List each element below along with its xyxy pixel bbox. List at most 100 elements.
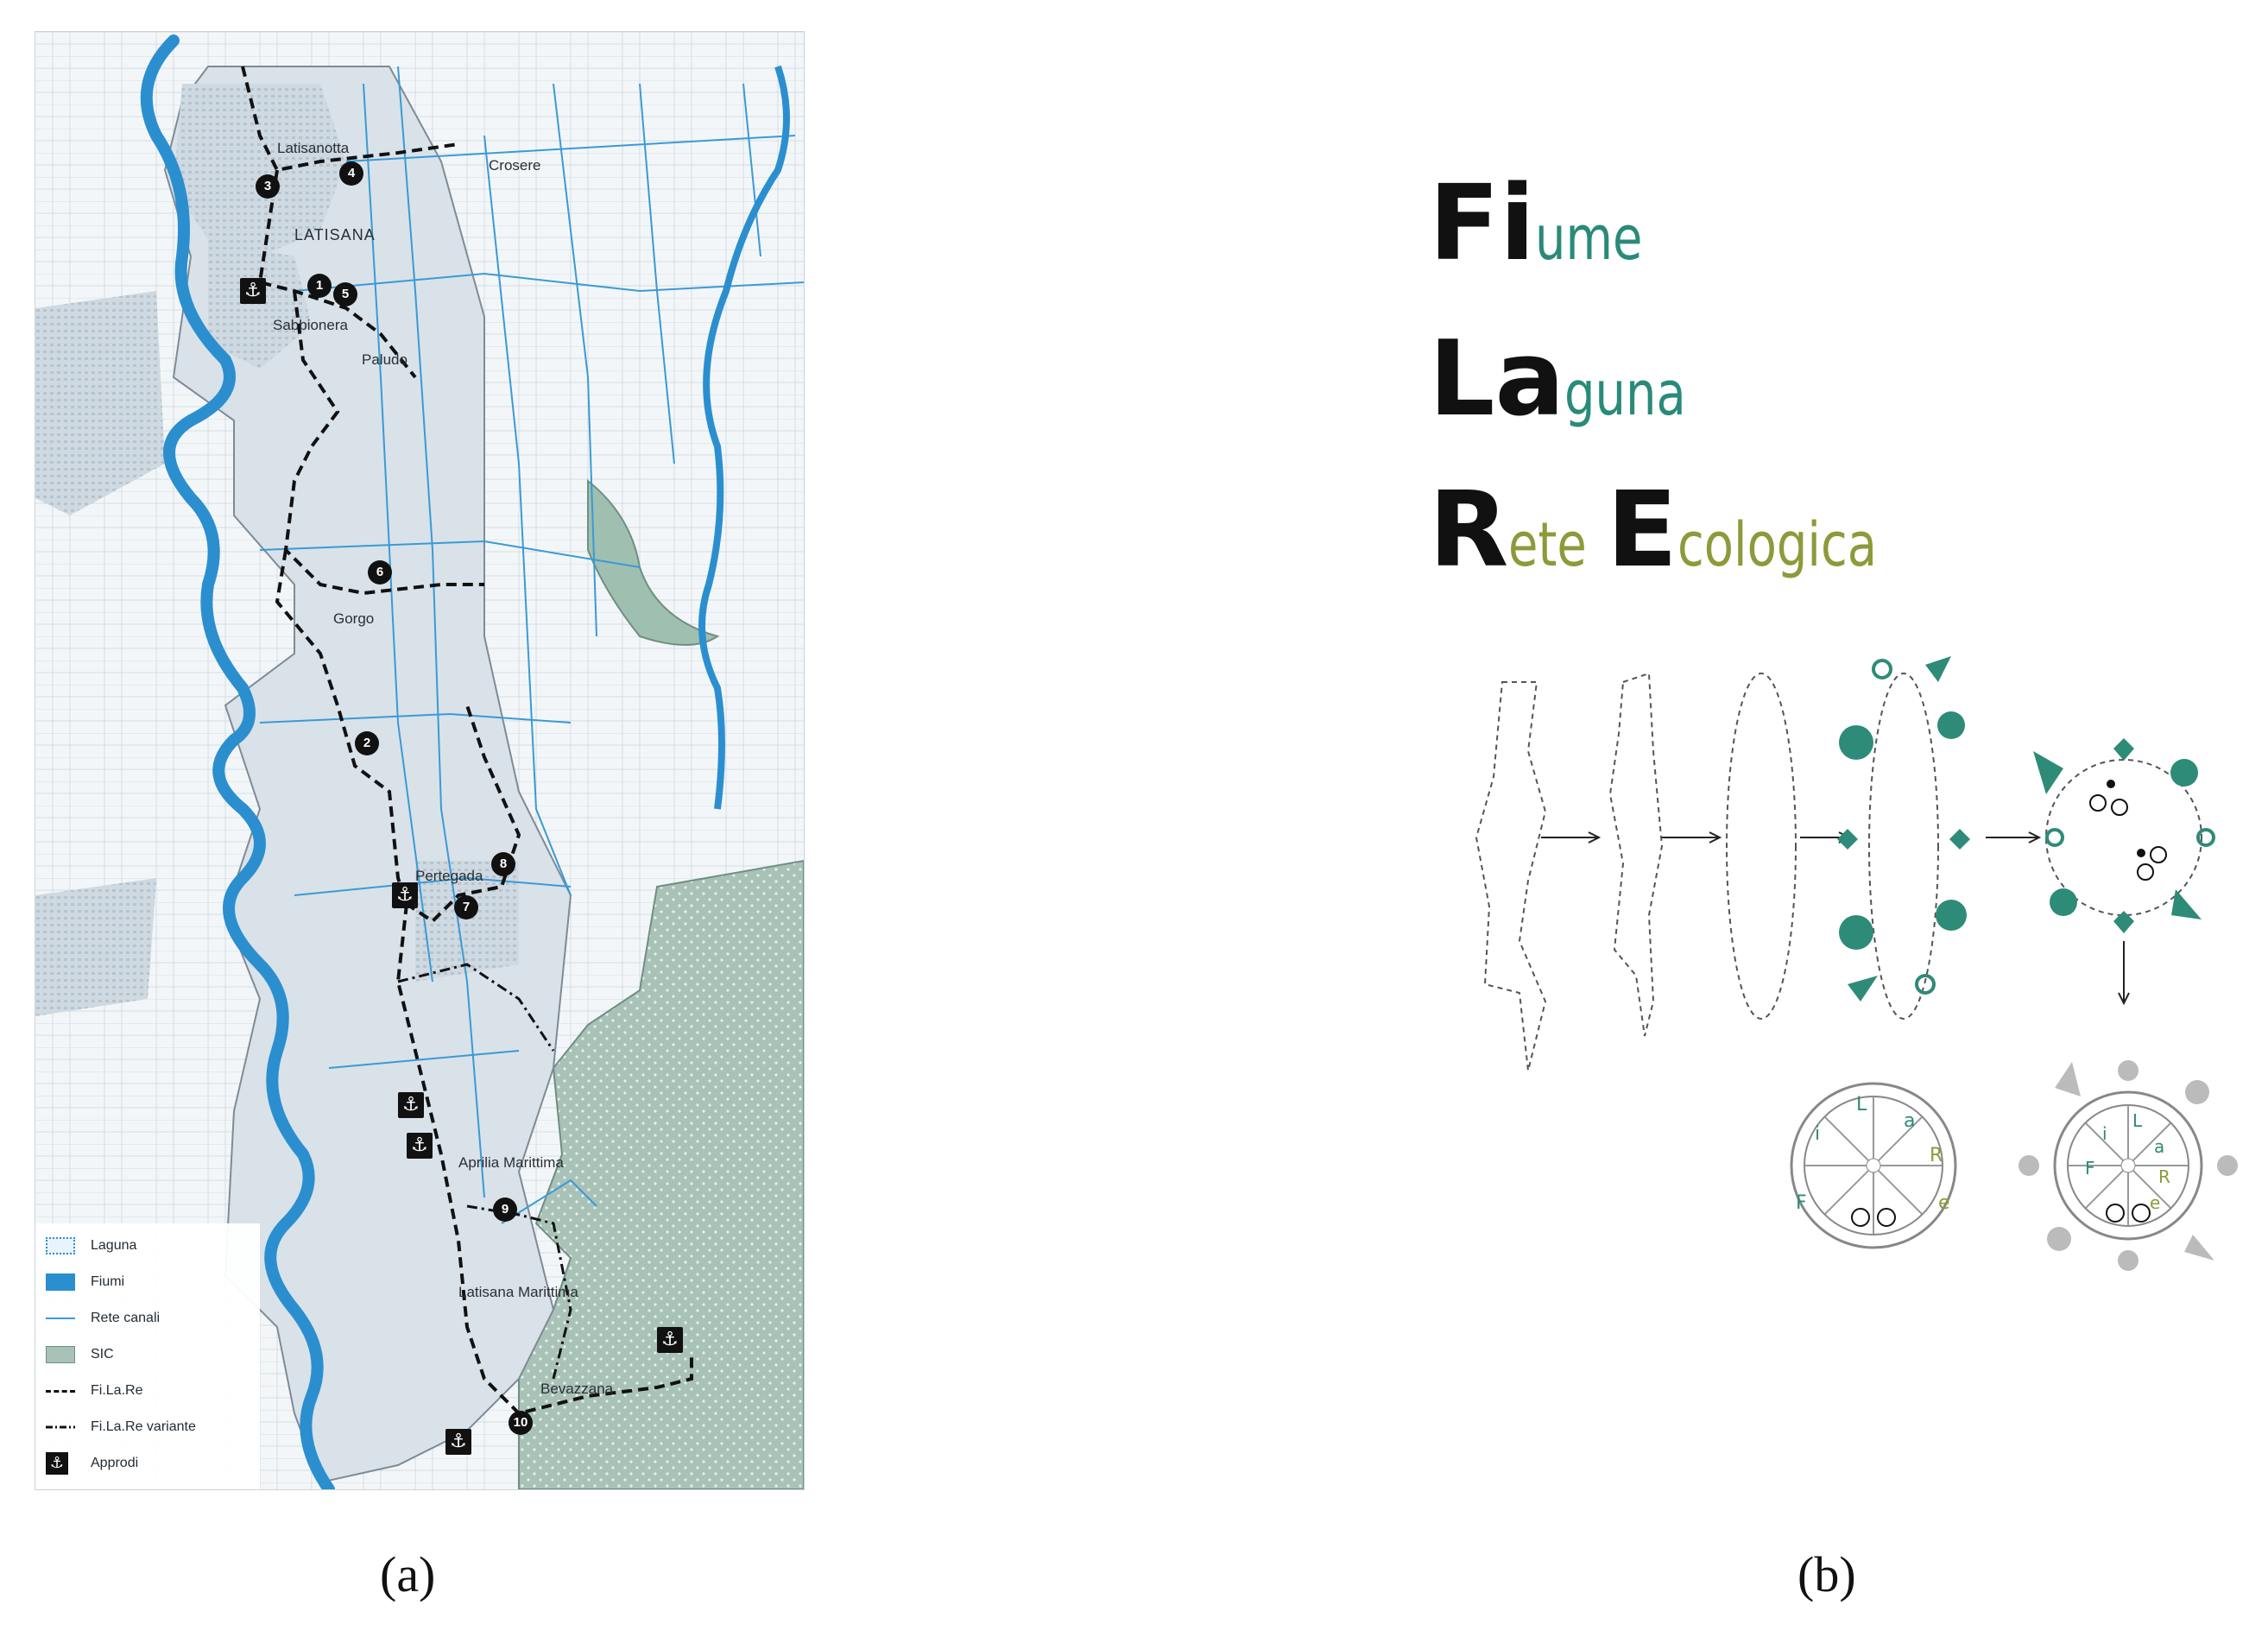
cyclist-icon — [2106, 1204, 2125, 1223]
place-latisana: LATISANA — [294, 226, 376, 243]
route-stop-6: 6 — [368, 560, 392, 585]
letter-f: F — [1796, 1192, 1807, 1214]
letter-i: i — [1815, 1123, 1820, 1145]
route-stop-3: 3 — [256, 174, 280, 199]
urban-west — [35, 291, 165, 515]
sic-area — [518, 859, 804, 1489]
anchor-icon: ⚓ — [46, 1452, 68, 1475]
anchor-icon: ⚓ — [240, 278, 266, 304]
title-rete-ecologica: Rete Ecologica — [1429, 471, 1878, 591]
tree-icon — [1937, 711, 1965, 739]
title-fiume: Fiume — [1429, 164, 1643, 284]
letter-e: e — [2150, 1192, 2160, 1213]
tree-icon — [1839, 915, 1873, 950]
flower-icon — [2196, 828, 2215, 847]
cyclist-icon — [1851, 1208, 1870, 1227]
flower-icon — [1872, 659, 1892, 679]
letter-r: R — [1930, 1145, 1943, 1166]
simplified-outline-shape — [1608, 672, 1664, 1037]
map-legend: Laguna Fiumi Rete canali SIC Fi.La.Re Fi… — [35, 1223, 260, 1489]
place-latisana-marittima: Latisana Marittima — [458, 1284, 578, 1300]
route-stop-2: 2 — [355, 731, 379, 755]
anchor-icon: ⚓ — [445, 1429, 471, 1455]
place-bevazzana: Bevazzana — [540, 1381, 614, 1397]
route-stop-10: 10 — [509, 1411, 533, 1435]
route-stop-8: 8 — [491, 852, 515, 876]
circle-icons-group — [2033, 738, 2215, 933]
leaf-icon — [2113, 738, 2134, 761]
river-outline-shape — [1475, 681, 1547, 1071]
legend-item-rete-canali: Rete canali — [46, 1303, 160, 1334]
legend-item-sic: SIC — [46, 1339, 114, 1370]
place-latisanotta: Latisanotta — [277, 140, 350, 156]
flower-icon — [2018, 1155, 2039, 1176]
tree-icon — [1936, 900, 1967, 931]
title-laguna: Laguna — [1429, 319, 1687, 439]
wheel-letters-grey: F i L a R e — [2085, 1110, 2176, 1213]
dash-dot-line-icon — [46, 1419, 75, 1436]
legend-item-filare: Fi.La.Re — [46, 1375, 142, 1406]
place-paludo: Paludo — [362, 351, 407, 368]
triangle-arrow-icon — [2184, 1235, 2214, 1261]
filare-wheel-teal — [1790, 1082, 1957, 1249]
cyclist-icon — [2089, 780, 2128, 816]
route-stop-4: 4 — [339, 161, 363, 186]
triangle-arrow-icon — [1925, 656, 1951, 682]
legend-item-laguna: Laguna — [46, 1230, 136, 1261]
tree-icon — [2050, 888, 2077, 916]
caption-b: (b) — [1797, 1546, 1856, 1602]
anchor-icon: ⚓ — [407, 1133, 433, 1159]
concept-diagram: F i L a R e F i L a R e — [1475, 656, 2238, 1271]
filare-variant-route — [397, 963, 572, 1380]
place-gorgo: Gorgo — [333, 610, 375, 627]
tree-icon — [2047, 1227, 2071, 1251]
filare-route — [241, 66, 693, 1416]
wheel-letters-teal: F i L a R e — [1796, 1094, 1950, 1214]
flower-icon — [2217, 1155, 2238, 1176]
urban-sabbionera — [208, 239, 312, 369]
cyclist-icon — [2137, 846, 2167, 881]
tree-icon — [2185, 1080, 2209, 1104]
legend-item-approdi: ⚓ Approdi — [46, 1448, 138, 1479]
urban-latisana — [174, 84, 346, 256]
urban-southwest — [35, 878, 156, 1016]
tree-icon — [2170, 759, 2198, 787]
letter-l: L — [2132, 1110, 2143, 1131]
leaf-icon — [1949, 829, 1970, 850]
legend-item-filare-variante: Fi.La.Re variante — [46, 1412, 196, 1443]
canal-symbol-icon — [46, 1310, 75, 1327]
letter-e: e — [1938, 1192, 1950, 1214]
anchor-icon: ⚓ — [657, 1327, 683, 1353]
triangle-arrow-icon — [2055, 1062, 2081, 1096]
leaf-icon — [2113, 911, 2134, 933]
east-river — [698, 65, 790, 810]
ellipse-shape — [1726, 673, 1797, 1020]
place-sabbionera: Sabbionera — [273, 317, 348, 333]
river-symbol-icon — [46, 1273, 75, 1291]
letter-i: i — [2102, 1123, 2107, 1144]
route-stop-1: 1 — [307, 274, 332, 298]
letter-a: a — [1904, 1110, 1915, 1132]
triangle-arrow-icon — [1848, 976, 1878, 1002]
place-pertegada: Pertegada — [415, 868, 483, 884]
letter-r: R — [2158, 1166, 2170, 1187]
laguna-symbol-icon — [46, 1237, 75, 1254]
ellipse-network-shape — [1868, 673, 1939, 1020]
tagliamento-river — [140, 35, 335, 1489]
flower-icon — [1915, 974, 1936, 995]
leaf-icon — [1837, 829, 1858, 850]
legend-item-fiumi: Fiumi — [46, 1267, 124, 1298]
sic-symbol-icon — [46, 1346, 75, 1363]
route-stop-5: 5 — [333, 282, 357, 306]
urban-pertegada — [415, 861, 519, 982]
tree-icon — [1839, 725, 1873, 760]
flower-icon — [2045, 828, 2064, 847]
place-crosere: Crosere — [489, 157, 541, 174]
anchor-icon: ⚓ — [398, 1092, 424, 1118]
route-stop-9: 9 — [493, 1197, 517, 1222]
dashed-line-icon — [46, 1382, 75, 1400]
filare-wheel-grey — [2018, 1060, 2238, 1271]
letter-l: L — [1856, 1094, 1867, 1115]
place-aprilia-marittima: Aprilia Marittima — [458, 1154, 564, 1171]
anchor-icon: ⚓ — [392, 882, 418, 908]
